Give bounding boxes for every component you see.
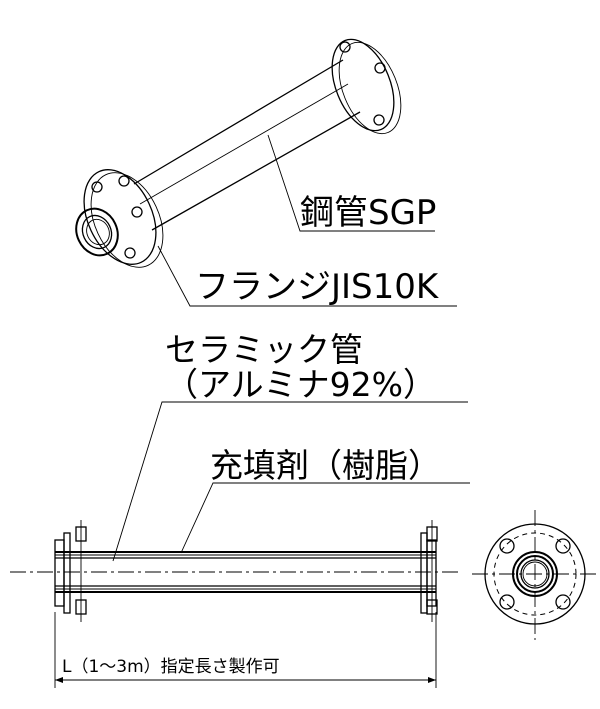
right-flange <box>426 539 437 607</box>
flange-leader <box>157 245 457 307</box>
end-view-ceramic-lining <box>520 559 550 589</box>
end-view <box>472 510 600 640</box>
flange-label: フランジJIS10K <box>195 267 440 307</box>
length-note: L（1～3m）指定長さ製作可 <box>62 657 280 677</box>
end-view-steel-pipe <box>512 551 558 597</box>
steel-pipe-label: 鋼管SGP <box>300 193 436 233</box>
steel-pipe-body <box>133 59 361 231</box>
ceramic-pipe-leader <box>112 401 468 562</box>
isometric-pipe-view <box>75 38 457 307</box>
side-section-view <box>10 520 462 688</box>
filler-label: 充填剤（樹脂） <box>210 446 441 485</box>
bolt-circle <box>493 532 577 616</box>
end-view-flange-outer <box>484 523 586 625</box>
ceramic-pipe-sublabel: （アルミナ92%） <box>165 365 436 404</box>
near-flange <box>75 169 164 268</box>
steel-pipe-leader <box>267 134 435 232</box>
filler-leader <box>180 482 470 554</box>
far-flange <box>331 38 402 135</box>
ceramic-pipe-label: セラミック管 <box>165 330 363 369</box>
left-flange <box>54 539 65 607</box>
